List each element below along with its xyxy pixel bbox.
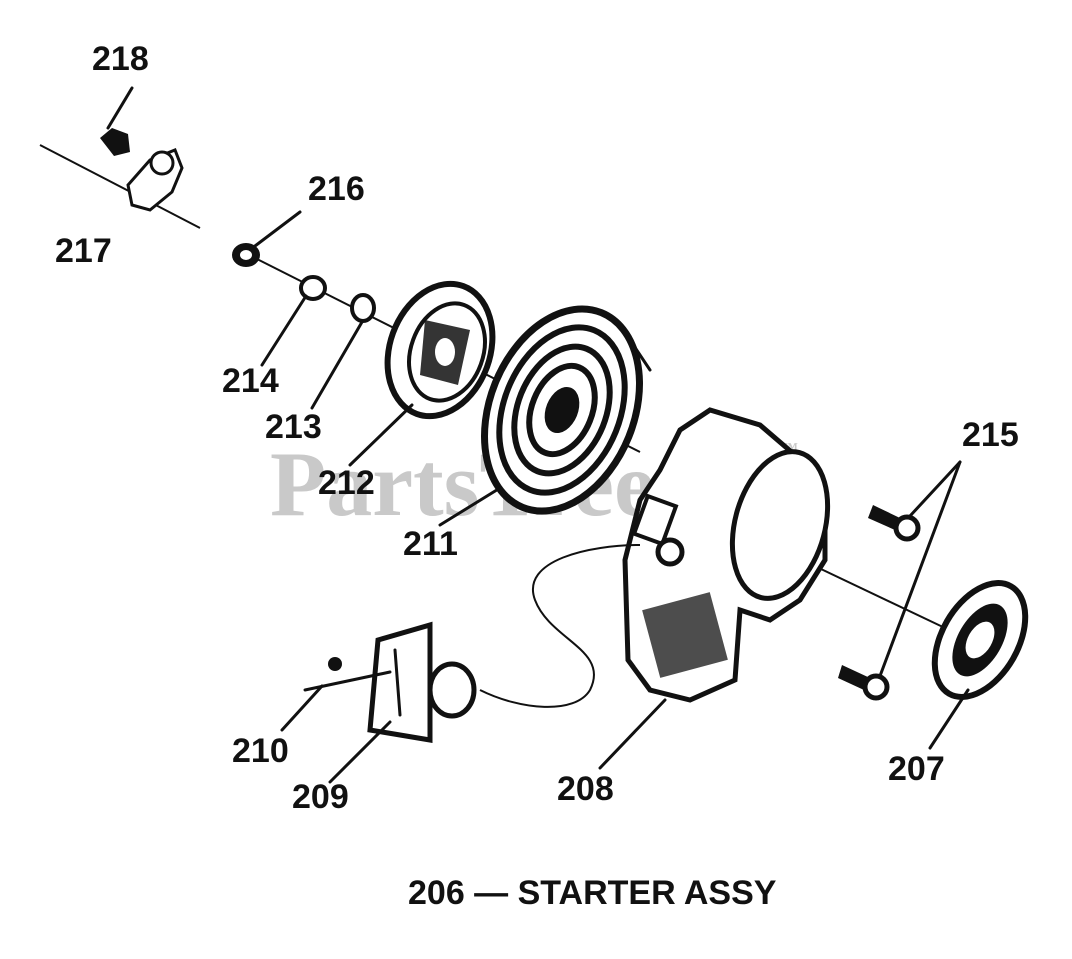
leader-216 [253, 210, 302, 248]
label-214: 214 [222, 362, 279, 400]
part-211-recoil-spring[interactable] [456, 286, 668, 535]
leader-213 [310, 320, 364, 410]
part-212-pulley[interactable] [370, 269, 510, 431]
leader-209 [328, 720, 392, 784]
label-218: 218 [92, 40, 149, 78]
part-213-washer[interactable] [350, 293, 376, 323]
starter-rope [479, 544, 641, 708]
label-210: 210 [232, 732, 289, 770]
label-211: 211 [403, 525, 458, 563]
leader-215-upper [908, 460, 962, 518]
part-217-nut[interactable] [126, 148, 184, 212]
label-217: 217 [55, 232, 112, 270]
part-207-cap[interactable] [916, 567, 1044, 712]
part-218-clip[interactable] [100, 128, 130, 156]
axis-line-top [39, 144, 201, 229]
label-213: 213 [265, 408, 322, 446]
part-216-washer[interactable] [232, 243, 260, 267]
label-207: 207 [888, 750, 945, 788]
leader-214 [260, 294, 308, 367]
leader-212 [348, 403, 414, 467]
part-215-screw-upper[interactable] [868, 505, 921, 542]
leader-207 [928, 688, 970, 750]
label-215: 215 [962, 416, 1019, 454]
leader-210 [280, 684, 324, 732]
part-214-screw[interactable] [299, 275, 327, 301]
label-208: 208 [557, 770, 614, 808]
part-209-handle[interactable] [367, 621, 477, 743]
part-215-screw-lower[interactable] [838, 665, 890, 701]
leader-208 [598, 698, 667, 770]
leader-211 [438, 486, 502, 527]
label-216: 216 [308, 170, 365, 208]
label-212: 212 [318, 464, 375, 502]
leader-215-lower [878, 460, 962, 678]
label-209: 209 [292, 778, 349, 816]
leader-218 [106, 86, 134, 130]
part-208-starter-housing[interactable] [622, 407, 843, 703]
diagram-caption: 206 — STARTER ASSY [408, 874, 777, 912]
